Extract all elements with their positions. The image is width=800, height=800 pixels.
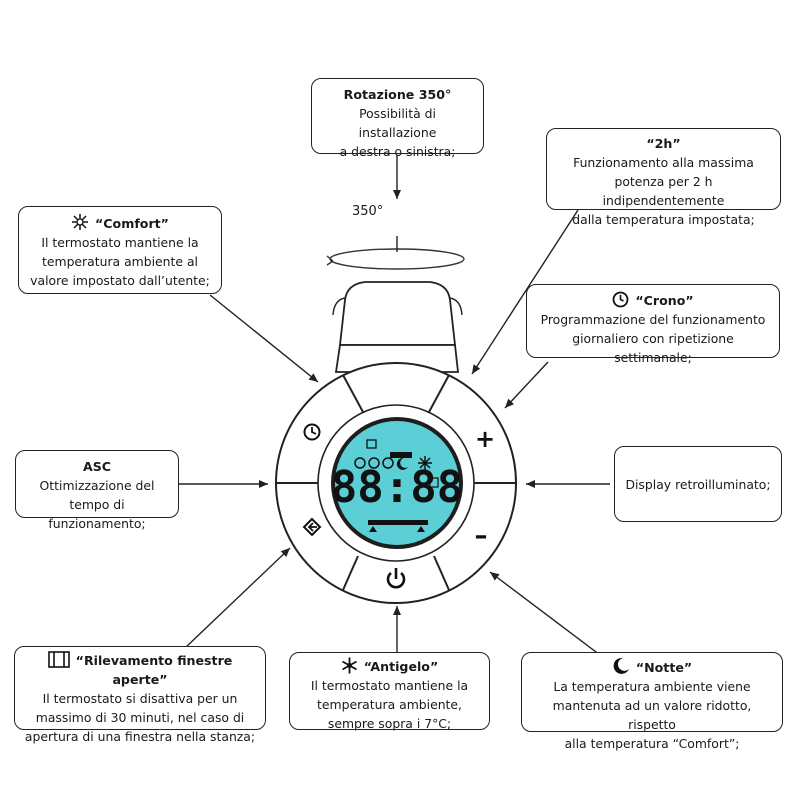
callout-title: “Comfort” <box>95 216 169 231</box>
callout-asc: ASC Ottimizzazione del tempo di funziona… <box>15 450 179 531</box>
callout-line: sempre sopra i 7°C; <box>327 716 452 731</box>
callout-title: ASC <box>82 459 112 474</box>
rotation-label: 350° <box>352 204 384 219</box>
callout-arrows <box>178 155 610 656</box>
callout-rotazione: Rotazione 350° Possibilità di installazi… <box>311 78 484 159</box>
callout-line: a destra o sinistra; <box>339 144 456 159</box>
callout-title: “Antigelo” <box>363 659 439 674</box>
window-icon <box>47 651 70 668</box>
arrow-2h <box>471 209 579 375</box>
callout-comfort: “Comfort” Il termostato mantiene la temp… <box>18 206 222 294</box>
power-button[interactable] <box>386 568 406 589</box>
callout-line: Funzionamento alla massima <box>573 155 754 170</box>
callout-line: mantenuta ad un valore ridotto, rispetto <box>552 698 752 732</box>
callout-antigelo: “Antigelo” Il termostato mantiene la tem… <box>289 652 490 731</box>
callout-2h: “2h” Funzionamento alla massima potenza … <box>546 128 781 227</box>
callout-line: tempo di funzionamento; <box>48 497 146 531</box>
callout-line: Programmazione del funzionamento <box>540 312 766 327</box>
callout-crono: “Crono” Programmazione del funzionamento… <box>526 284 780 365</box>
callout-notte: “Notte” La temperatura ambiente viene ma… <box>521 652 783 751</box>
callout-line: La temperatura ambiente viene <box>553 679 751 694</box>
thermostat-cap <box>332 281 463 373</box>
callout-line: temperatura ambiente al <box>42 254 198 269</box>
plus-button[interactable]: + <box>475 425 495 453</box>
callout-title: “Rilevamento finestre aperte” <box>75 653 233 687</box>
callout-line: Il termostato mantiene la <box>310 678 469 693</box>
callout-line: apertura di una finestra nella stanza; <box>24 729 256 744</box>
clock-icon <box>612 291 629 308</box>
minus-button[interactable]: – <box>475 521 488 551</box>
asc-button[interactable] <box>302 517 322 537</box>
callout-title: “Notte” <box>635 660 693 675</box>
callout-line: valore impostato dall’utente; <box>30 273 210 288</box>
callout-line: alla temperatura “Comfort”; <box>564 736 740 751</box>
callout-line: temperatura ambiente, <box>317 697 462 712</box>
lcd-digits: 88:88 <box>331 462 463 513</box>
callout-line: Il termostato mantiene la <box>41 235 199 250</box>
sun-icon <box>72 214 89 230</box>
callout-title: “2h” <box>646 136 681 151</box>
arrow-comfort <box>209 294 319 383</box>
callout-line: Possibilità di installazione <box>358 106 437 140</box>
rotation-indicator <box>326 248 465 270</box>
arrow-notte <box>489 571 601 656</box>
callout-title: “Crono” <box>635 293 694 308</box>
arrow-finestre <box>184 547 291 649</box>
callout-line: dalla temperatura impostata; <box>572 212 755 227</box>
arrow-crono <box>504 361 549 409</box>
callout-line: Ottimizzazione del <box>39 478 155 493</box>
callout-display: Display retroilluminato; <box>614 446 782 522</box>
crono-button[interactable] <box>303 423 321 441</box>
callout-line: potenza per 2 h indipendentemente <box>602 174 725 208</box>
callout-line: Il termostato si disattiva per un <box>42 691 238 706</box>
callout-line: giornaliero con ripetizione settimanale; <box>572 331 734 365</box>
callout-line: Display retroilluminato; <box>625 477 771 492</box>
callout-title: Rotazione 350° <box>343 87 452 102</box>
snowflake-icon <box>341 657 357 674</box>
callout-finestre: “Rilevamento finestre aperte” Il termost… <box>14 646 266 744</box>
moon-icon <box>613 657 629 674</box>
lcd-display: 88:88 <box>331 417 463 549</box>
callout-line: massimo di 30 minuti, nel caso di <box>35 710 245 725</box>
